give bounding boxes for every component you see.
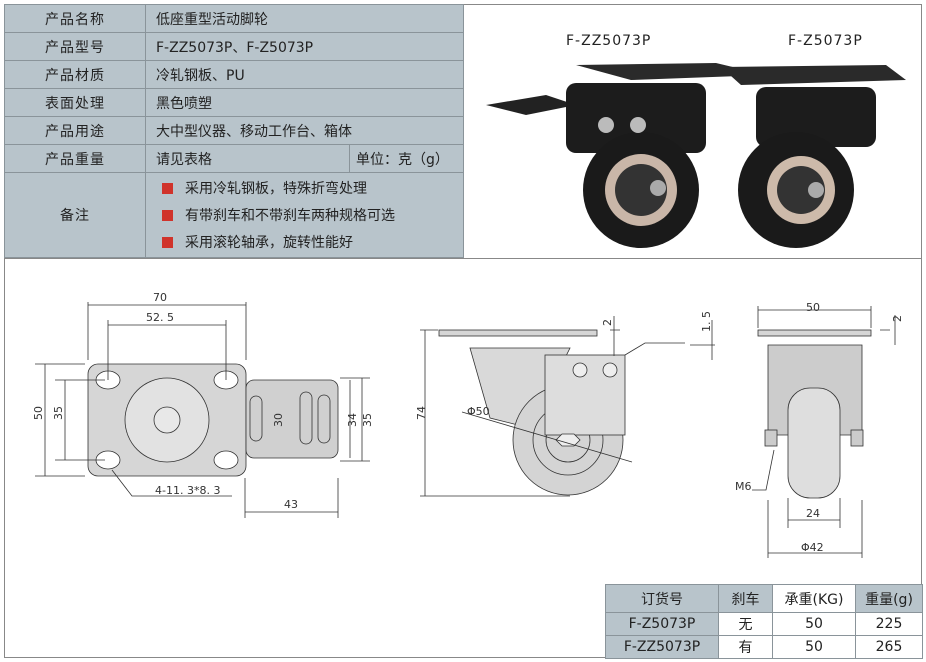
caster-photo-image — [486, 63, 906, 248]
cell-order-no: F-ZZ5073P — [605, 635, 719, 659]
spec-label: 产品用途 — [4, 116, 146, 145]
spec-label: 产品型号 — [4, 32, 146, 61]
note-text: 采用滚轮轴承，旋转性能好 — [185, 235, 353, 251]
photo-label-left: F-ZZ5073P — [566, 33, 652, 49]
dim-dia-42: Φ42 — [801, 541, 824, 554]
header-brake: 刹车 — [718, 584, 773, 613]
note-text: 有带刹车和不带刹车两种规格可选 — [185, 208, 395, 224]
side-view-drawing — [420, 316, 715, 497]
notes-row: 备注 采用冷轧钢板，特殊折弯处理 有带刹车和不带刹车两种规格可选 采用滚轮轴承，… — [4, 172, 464, 258]
cell-weight: 265 — [855, 635, 923, 659]
dim-front-2: 2 — [891, 315, 904, 322]
note-item: 采用冷轧钢板，特殊折弯处理 — [162, 175, 453, 202]
header-weight: 重量(g) — [855, 584, 923, 613]
dim-24: 24 — [806, 507, 820, 520]
spec-row: 产品重量请见表格单位：克（g） — [4, 144, 464, 173]
spec-row: 产品用途大中型仪器、移动工作台、箱体 — [4, 116, 464, 145]
note-text: 采用冷轧钢板，特殊折弯处理 — [185, 181, 367, 197]
spec-value: 冷轧钢板、PU — [145, 60, 464, 89]
cell-brake: 无 — [718, 612, 773, 636]
spec-value: 大中型仪器、移动工作台、箱体 — [145, 116, 464, 145]
spec-value: 黑色喷塑 — [145, 88, 464, 117]
bullet-square-icon — [162, 236, 173, 248]
order-table: 订货号 刹车 承重(KG) 重量(g) F-Z5073P 无 50 225 F-… — [605, 584, 923, 659]
notes-label: 备注 — [4, 172, 146, 258]
dim-dia-50: Φ50 — [467, 405, 490, 418]
dim-70: 70 — [153, 291, 167, 304]
cell-load: 50 — [772, 612, 856, 636]
spec-label: 产品重量 — [4, 144, 146, 173]
spec-row: 表面处理黑色喷塑 — [4, 88, 464, 117]
dim-30: 30 — [272, 413, 285, 427]
bullet-square-icon — [162, 182, 173, 194]
table-row: F-ZZ5073P 有 50 265 — [605, 635, 923, 659]
order-header-row: 订货号 刹车 承重(KG) 重量(g) — [605, 584, 923, 613]
dim-50: 50 — [32, 406, 45, 420]
cell-brake: 有 — [718, 635, 773, 659]
technical-drawing: 70 52. 5 50 35 30 34 35 4-11. 3*8. 3 43 … — [32, 291, 904, 558]
divider — [4, 258, 922, 259]
dim-m6: M6 — [735, 480, 752, 493]
dim-35-right: 35 — [361, 413, 374, 427]
front-view-drawing — [752, 306, 896, 558]
weight-unit: 单位：克（g） — [349, 144, 464, 173]
cell-weight: 225 — [855, 612, 923, 636]
header-order-no: 订货号 — [605, 584, 719, 613]
dim-43: 43 — [284, 498, 298, 511]
dim-35: 35 — [52, 406, 65, 420]
dim-52-5: 52. 5 — [146, 311, 174, 324]
header-load: 承重(KG) — [772, 584, 856, 613]
dim-2: 2 — [601, 319, 614, 326]
dim-holes: 4-11. 3*8. 3 — [155, 484, 220, 497]
photo-label-right: F-Z5073P — [788, 33, 863, 49]
top-view-drawing — [35, 302, 370, 518]
cell-order-no: F-Z5073P — [605, 612, 719, 636]
product-photo: F-ZZ5073P F-Z5073P — [466, 5, 921, 257]
note-item: 采用滚轮轴承，旋转性能好 — [162, 229, 453, 256]
table-row: F-Z5073P 无 50 225 — [605, 612, 923, 636]
spec-row: 产品材质冷轧钢板、PU — [4, 60, 464, 89]
dim-1-5: 1. 5 — [700, 311, 713, 332]
dim-34: 34 — [346, 413, 359, 427]
dim-front-50: 50 — [806, 301, 820, 314]
cell-load: 50 — [772, 635, 856, 659]
dim-74: 74 — [415, 406, 428, 420]
bullet-square-icon — [162, 209, 173, 221]
note-item: 有带刹车和不带刹车两种规格可选 — [162, 202, 453, 229]
